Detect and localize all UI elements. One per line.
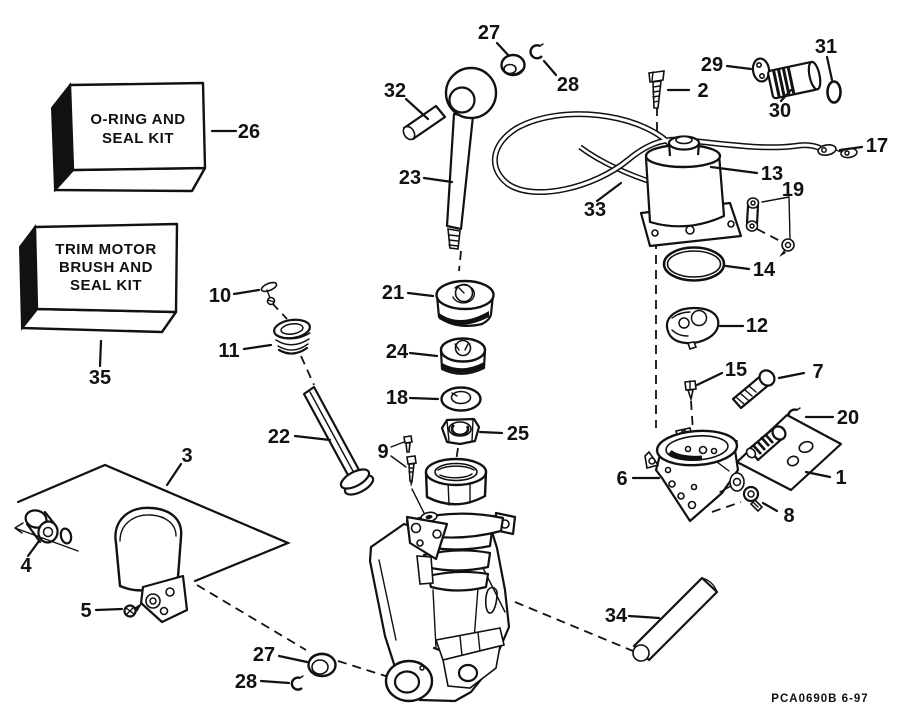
- callout-18: 18: [386, 387, 408, 409]
- callout-26: 26: [238, 121, 260, 143]
- callout-29: 29: [701, 54, 723, 76]
- part-valve-stem: [745, 425, 787, 462]
- part-bushing-27-top: [500, 53, 526, 77]
- callout-30: 30: [769, 100, 791, 122]
- part-ring-terminals: [817, 144, 858, 159]
- callout-17: 17: [866, 135, 888, 157]
- callout-28-top: 28: [557, 74, 579, 96]
- callout-35: 35: [89, 367, 111, 389]
- callout-20: 20: [837, 407, 859, 429]
- part-manifold: [644, 427, 745, 523]
- oring-seal-kit-box: O-RING AND SEAL KIT: [50, 81, 207, 193]
- callout-9: 9: [377, 441, 388, 463]
- trim-motor-brush-seal-kit-box: TRIM MOTOR BRUSH AND SEAL KIT: [18, 222, 179, 334]
- part-screw-2: [648, 70, 665, 109]
- callout-21: 21: [382, 282, 404, 304]
- callout-31: 31: [815, 36, 837, 58]
- callout-10: 10: [209, 285, 231, 307]
- callout-5: 5: [80, 600, 91, 622]
- part-bolt-7: [731, 369, 776, 410]
- part-clip-28-top: [529, 43, 544, 60]
- callout-32: 32: [384, 80, 406, 102]
- part-rod-22: [302, 385, 375, 496]
- part-piston-24: [439, 337, 487, 375]
- drawing-part-code: PCA0690B 6-97: [771, 693, 868, 705]
- callout-22: 22: [268, 426, 290, 448]
- callout-19: 19: [782, 179, 804, 201]
- callout-33: 33: [584, 199, 606, 221]
- part-screw-15: [684, 380, 697, 402]
- part-bleed-screws-9: [403, 435, 425, 514]
- part-trim-motor: [639, 135, 743, 248]
- part-wiring-harness: [491, 111, 858, 195]
- callout-28-bottom: 28: [235, 671, 257, 693]
- part-nut-25: [440, 417, 481, 446]
- callout-23: 23: [399, 167, 421, 189]
- callout-1: 1: [835, 467, 846, 489]
- part-clip-28-bottom: [290, 675, 304, 691]
- part-filter-12: [665, 306, 720, 351]
- callout-34: 34: [605, 605, 628, 627]
- callout-7: 7: [812, 361, 823, 383]
- callout-12: 12: [746, 315, 768, 337]
- part-reservoir: [114, 506, 189, 624]
- callout-11: 11: [218, 340, 239, 362]
- part-cap-21: [435, 279, 495, 327]
- callout-4: 4: [20, 555, 32, 577]
- part-screw-5: [123, 602, 143, 618]
- callout-6: 6: [616, 468, 627, 490]
- callout-15: 15: [725, 359, 747, 381]
- part-pin-rod-34: [632, 576, 719, 662]
- trim-kit-label-line2: BRUSH AND: [59, 259, 153, 276]
- part-bushing-4: [14, 509, 79, 552]
- assembly-dashed-lines: [196, 107, 781, 679]
- callout-13: 13: [761, 163, 783, 185]
- callout-27-bottom: 27: [253, 644, 275, 666]
- part-main-housing: [368, 457, 517, 703]
- part-link-19: [745, 197, 795, 257]
- part-o-ring-14: [662, 246, 726, 282]
- callout-24: 24: [386, 341, 409, 363]
- part-washer-18: [440, 386, 482, 412]
- part-brush-plate: [751, 57, 771, 83]
- callout-14: 14: [753, 259, 776, 281]
- part-tilt-rod: [444, 66, 498, 250]
- part-plug-11: [273, 318, 311, 355]
- callout-2: 2: [697, 80, 708, 102]
- part-pivot-pin-32: [402, 104, 447, 141]
- part-cap-30: [767, 60, 822, 100]
- part-gasket-plate: [735, 413, 843, 492]
- part-valve-10: [260, 281, 278, 306]
- group-bracket-line: [16, 463, 291, 583]
- oring-kit-label-line2: SEAL KIT: [102, 130, 174, 147]
- part-screw-8: [742, 485, 764, 513]
- callout-numbers: 1 2 3 4 5 6 7 8 9 10 11 12 13 14 15 17 1…: [20, 22, 888, 693]
- callout-8: 8: [783, 505, 794, 527]
- callout-3: 3: [181, 445, 192, 467]
- part-o-ring-31: [826, 80, 842, 104]
- oring-kit-label-line1: O-RING AND: [90, 111, 185, 128]
- trim-kit-label-line3: SEAL KIT: [70, 277, 142, 294]
- part-bushing-27-bottom: [307, 652, 337, 678]
- trim-kit-label-line1: TRIM MOTOR: [55, 241, 156, 258]
- leader-lines: [26, 41, 864, 685]
- callout-27-top: 27: [478, 22, 500, 44]
- callout-25: 25: [507, 423, 529, 445]
